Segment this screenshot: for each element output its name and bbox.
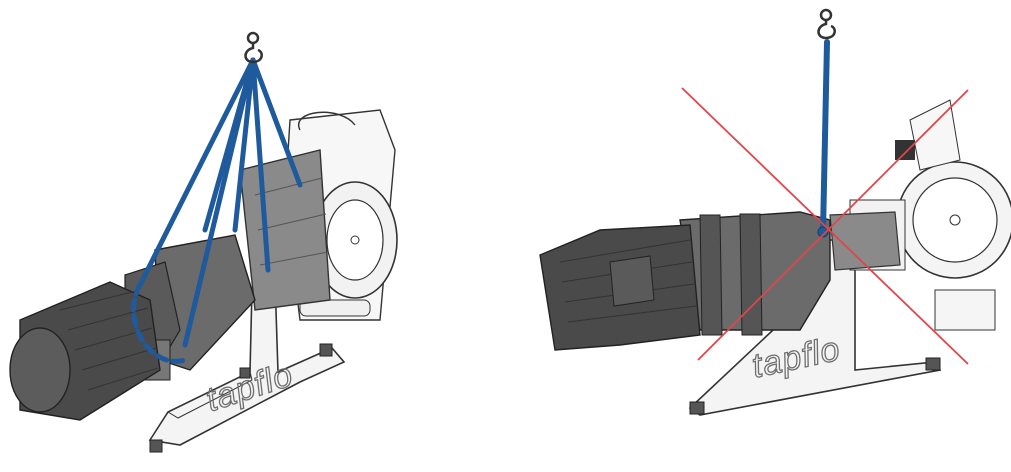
motor-left	[9, 281, 161, 421]
gearbox-right	[679, 211, 831, 336]
correct-lifting-illustration: tapflo	[9, 31, 398, 453]
pump-head-right	[849, 99, 1011, 331]
pump-stand-left	[148, 278, 346, 453]
lifting-hook-icon	[817, 8, 836, 40]
incorrect-lifting-illustration: tapflo	[539, 8, 1011, 416]
pump-body-right	[829, 211, 901, 271]
pump-body-left	[239, 149, 331, 311]
cross-out-icon	[681, 87, 969, 365]
motor-right	[539, 224, 701, 351]
lifting-hook-icon	[244, 31, 263, 64]
lifting-slings-left	[131, 57, 303, 364]
sling-strap-icon	[820, 39, 830, 235]
lifting-sling-right	[817, 39, 830, 238]
sling-strap-icon	[137, 57, 256, 288]
